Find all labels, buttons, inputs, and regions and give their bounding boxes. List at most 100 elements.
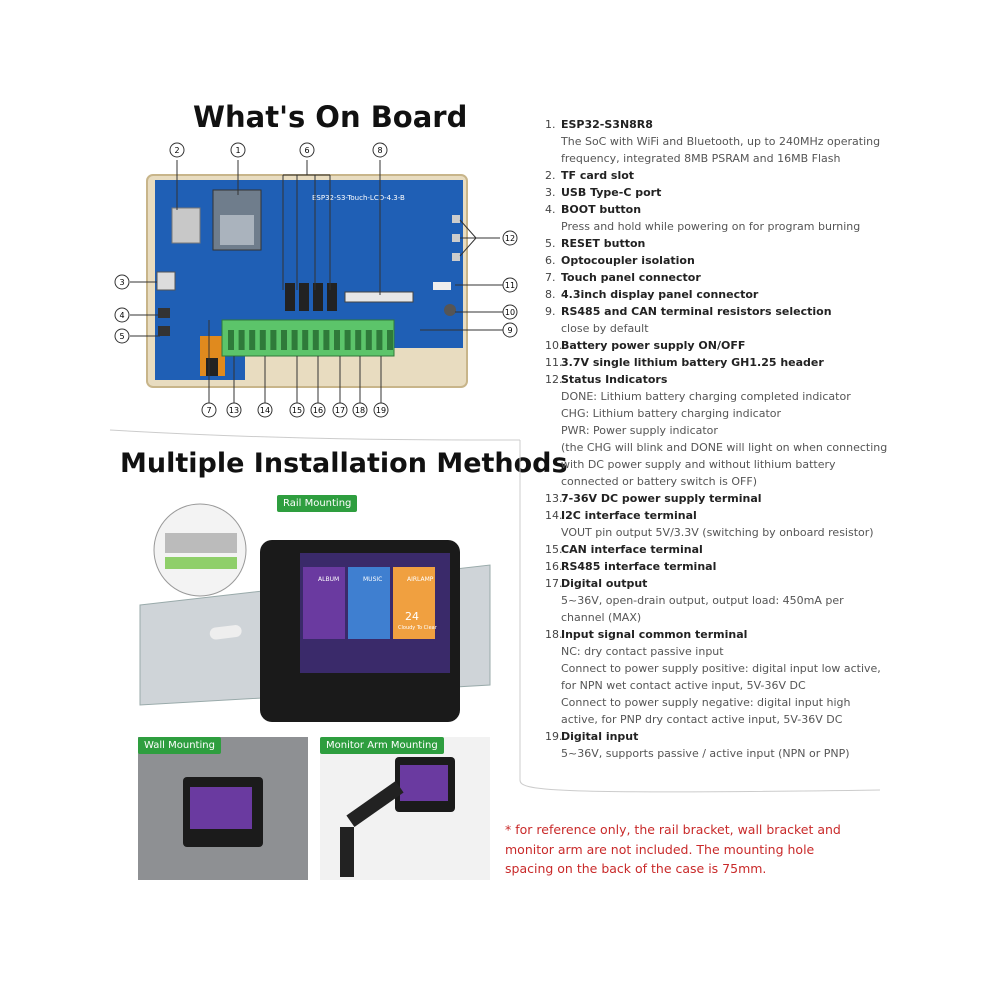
callout-circle bbox=[502, 277, 518, 293]
list-item-description: Connect to power supply positive: digita… bbox=[561, 662, 881, 692]
list-item-title: Input signal common terminal bbox=[561, 628, 748, 641]
callout-number: 2 bbox=[174, 146, 179, 155]
usb-port bbox=[156, 271, 176, 291]
list-item: 13.7-36V DC power supply terminal bbox=[545, 490, 890, 507]
list-item-description: PWR: Power supply indicator bbox=[561, 424, 718, 437]
wall-mounting-photo bbox=[138, 737, 308, 880]
list-item-title: 4.3inch display panel connector bbox=[561, 288, 759, 301]
list-item-number: 2. bbox=[545, 169, 556, 182]
list-item: 7.Touch panel connector bbox=[545, 269, 890, 286]
list-item-title: CAN interface terminal bbox=[561, 543, 703, 556]
list-item: 16.RS485 interface terminal bbox=[545, 558, 890, 575]
callout-number: 17 bbox=[335, 406, 345, 415]
list-item: 2. TF card slot bbox=[545, 167, 890, 184]
callout-number: 11 bbox=[505, 281, 515, 290]
list-item-description: VOUT pin output 5V/3.3V (switching by on… bbox=[561, 526, 874, 539]
list-item-number: 5. bbox=[545, 237, 556, 250]
list-item-title: I2C interface terminal bbox=[561, 509, 697, 522]
callout-number: 1 bbox=[235, 146, 240, 155]
callout-number: 18 bbox=[355, 406, 365, 415]
list-item-number: 14. bbox=[545, 509, 563, 522]
list-item: 19.Digital input 5~36V, supports passive … bbox=[545, 728, 890, 762]
list-item-number: 1. bbox=[545, 118, 556, 131]
svg-text:Cloudy To Clear: Cloudy To Clear bbox=[398, 625, 438, 631]
callout-number: 5 bbox=[119, 332, 124, 341]
list-item: 11.3.7V single lithium battery GH1.25 he… bbox=[545, 354, 890, 371]
list-item: 10.Battery power supply ON/OFF bbox=[545, 337, 890, 354]
svg-text:MUSIC: MUSIC bbox=[363, 576, 382, 583]
installation-heading: Multiple Installation Methods bbox=[120, 448, 568, 479]
list-item-title: RS485 and CAN terminal resistors selecti… bbox=[561, 305, 832, 318]
terminal-pin bbox=[270, 330, 277, 350]
list-item: 6.Optocoupler isolation bbox=[545, 252, 890, 269]
list-item-number: 19. bbox=[545, 730, 563, 743]
list-item: 8. 4.3inch display panel connector bbox=[545, 286, 890, 303]
list-item: 15.CAN interface terminal bbox=[545, 541, 890, 558]
list-item-description: NC: dry contact passive input bbox=[561, 645, 724, 658]
list-item-title: Optocoupler isolation bbox=[561, 254, 695, 267]
callout-circle bbox=[114, 328, 130, 344]
terminal-pin bbox=[387, 330, 393, 350]
list-item-description: DONE: Lithium battery charging completed… bbox=[561, 390, 851, 403]
list-item-title: Digital output bbox=[561, 577, 648, 590]
list-item-title: 7-36V DC power supply terminal bbox=[561, 492, 762, 505]
list-item-number: 8. bbox=[545, 288, 556, 301]
svg-text:AIRLAMP: AIRLAMP bbox=[407, 576, 434, 583]
callout-number: 3 bbox=[119, 278, 124, 287]
list-item-number: 4. bbox=[545, 203, 556, 216]
list-item-title: TF card slot bbox=[561, 169, 635, 182]
terminal-pin bbox=[302, 330, 309, 350]
list-item: 9.RS485 and CAN terminal resistors selec… bbox=[545, 303, 890, 337]
list-item-number: 17. bbox=[545, 577, 563, 590]
rail-mounting-photo: ALBUM MUSIC AIRLAMP 24 Cloudy To Clear bbox=[139, 503, 491, 722]
list-item: 17.Digital output 5~36V, open-drain outpu… bbox=[545, 575, 890, 626]
callout-number: 19 bbox=[376, 406, 386, 415]
reference-note: * for reference only, the rail bracket, … bbox=[505, 822, 841, 876]
list-item-number: 13. bbox=[545, 492, 563, 505]
list-item-description: 5~36V, open-drain output, output load: 4… bbox=[561, 594, 844, 624]
callout-number: 16 bbox=[313, 406, 323, 415]
list-item-number: 18. bbox=[545, 628, 563, 641]
list-item-title: BOOT button bbox=[561, 203, 642, 216]
callout-circle bbox=[502, 322, 518, 338]
board-model-label: ESP32-S3-Touch-LCD-4.3-B bbox=[312, 194, 405, 202]
callout-number: 6 bbox=[304, 146, 309, 155]
list-item-number: 16. bbox=[545, 560, 563, 573]
list-item: 3. USB Type-C port bbox=[545, 184, 890, 201]
list-item-number: 10. bbox=[545, 339, 563, 352]
list-item-description: CHG: Lithium battery charging indicator bbox=[561, 407, 782, 420]
callout-number: 14 bbox=[260, 406, 270, 415]
callout-number: 15 bbox=[292, 406, 302, 415]
callout-circle bbox=[169, 142, 185, 158]
svg-text:24: 24 bbox=[405, 610, 419, 623]
list-item-description: 5~36V, supports passive / active input (… bbox=[561, 747, 850, 760]
arm-mounting-tag: Monitor Arm Mounting bbox=[320, 737, 444, 754]
callout-number: 9 bbox=[507, 326, 512, 335]
list-item-title: RESET button bbox=[561, 237, 646, 250]
list-item-number: 15. bbox=[545, 543, 563, 556]
callout-circle bbox=[502, 304, 518, 320]
list-item-title: 3.7V single lithium battery GH1.25 heade… bbox=[561, 356, 824, 369]
wall-mounting-tag: Wall Mounting bbox=[138, 737, 221, 754]
list-item-description: (the CHG will blink and DONE will light … bbox=[561, 441, 888, 488]
list-item-description: Press and hold while powering on for pro… bbox=[561, 220, 861, 233]
terminal-pin bbox=[249, 330, 256, 350]
list-item-description: close by default bbox=[561, 322, 649, 335]
terminal-pin bbox=[228, 330, 234, 350]
list-item-title: Status Indicators bbox=[561, 373, 668, 386]
terminal-pin bbox=[355, 330, 362, 350]
list-item-title: Battery power supply ON/OFF bbox=[561, 339, 746, 352]
terminal-pin bbox=[281, 330, 287, 350]
callout-circle bbox=[502, 230, 518, 246]
list-item-title: Digital input bbox=[561, 730, 639, 743]
list-item-title: USB Type-C port bbox=[561, 186, 662, 199]
svg-text:ALBUM: ALBUM bbox=[318, 576, 339, 583]
terminal-pin bbox=[334, 330, 340, 350]
list-item-number: 3. bbox=[545, 186, 556, 199]
callout-circle bbox=[299, 142, 315, 158]
